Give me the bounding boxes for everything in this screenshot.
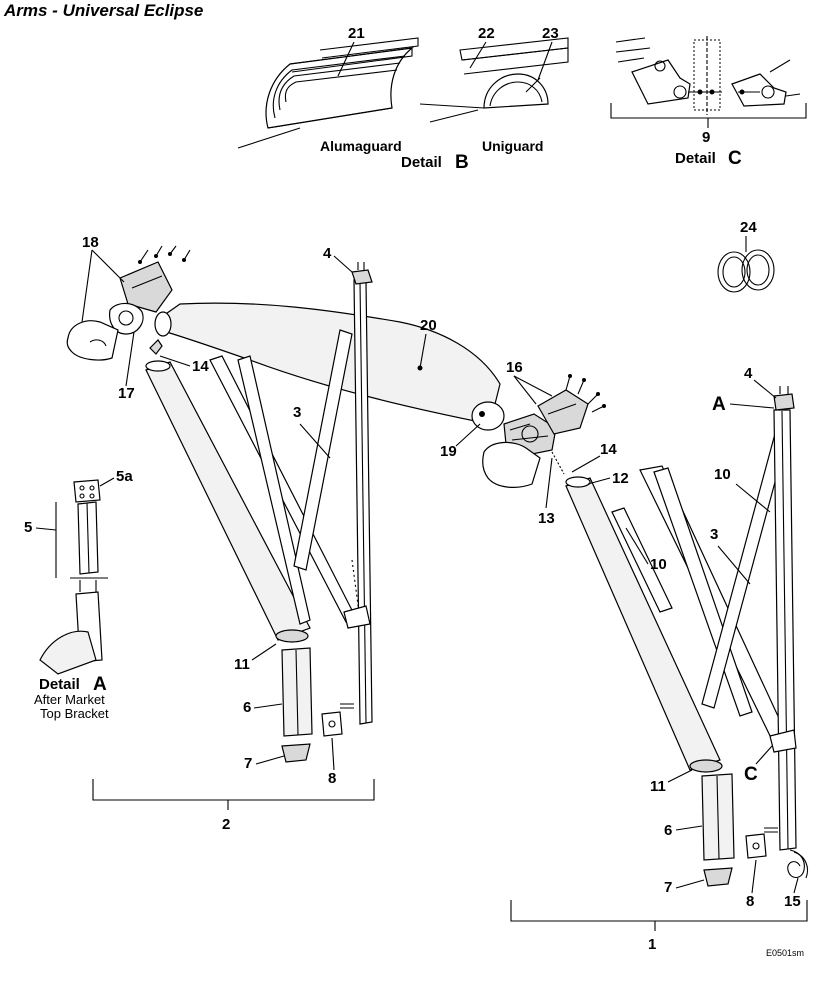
callout-22: 22 bbox=[478, 25, 495, 42]
callout-14-right: 14 bbox=[600, 441, 617, 458]
right-arm-assembly: 14 12 10 10 3 4 A C 11 6 bbox=[510, 365, 809, 953]
hose-clamps: 24 bbox=[717, 219, 775, 293]
right-end-motor-assembly: 19 16 13 bbox=[440, 359, 606, 527]
figure-code: E0501sm bbox=[766, 948, 804, 958]
callout-1: 1 bbox=[648, 936, 656, 953]
callout-4-left: 4 bbox=[323, 245, 332, 262]
detail-b-group: 21 22 23 Alumaguard Uniguard Detail B bbox=[237, 25, 569, 173]
callout-11-right: 11 bbox=[650, 778, 666, 795]
detail-c-word: Detail bbox=[675, 150, 716, 167]
callout-14-left: 14 bbox=[192, 358, 209, 375]
callout-8-left: 8 bbox=[328, 770, 336, 787]
callout-5a: 5a bbox=[116, 468, 133, 485]
callout-10-lower: 10 bbox=[650, 556, 667, 573]
callout-12: 12 bbox=[612, 470, 629, 487]
letter-c-marker: C bbox=[744, 764, 758, 785]
callout-17: 17 bbox=[118, 385, 135, 402]
callout-20: 20 bbox=[420, 317, 437, 334]
diagram-title: Arms - Universal Eclipse bbox=[3, 1, 203, 20]
callout-7-right: 7 bbox=[664, 879, 672, 896]
callout-3-left: 3 bbox=[293, 404, 301, 421]
uniguard-cover bbox=[419, 37, 569, 123]
detail-a-line2: Top Bracket bbox=[40, 706, 109, 721]
detail-c-letter: C bbox=[728, 148, 742, 169]
callout-2: 2 bbox=[222, 816, 230, 833]
letter-a-marker: A bbox=[712, 394, 726, 415]
alumaguard-cover bbox=[237, 37, 419, 149]
callout-7-left: 7 bbox=[244, 755, 252, 772]
callout-6-right: 6 bbox=[664, 822, 672, 839]
detail-b-letter: B bbox=[455, 152, 469, 173]
callout-5: 5 bbox=[24, 519, 32, 536]
detail-a-word: Detail bbox=[39, 676, 80, 693]
roller-tube: 20 bbox=[154, 302, 501, 425]
callout-9: 9 bbox=[702, 129, 710, 146]
callout-3-right: 3 bbox=[710, 526, 718, 543]
detail-a-line1: After Market bbox=[34, 692, 105, 707]
callout-8-right: 8 bbox=[746, 893, 754, 910]
callout-4-right: 4 bbox=[744, 365, 753, 382]
uniguard-label: Uniguard bbox=[482, 138, 543, 154]
callout-21: 21 bbox=[348, 25, 365, 42]
callout-15: 15 bbox=[784, 893, 801, 910]
alumaguard-label: Alumaguard bbox=[320, 138, 402, 154]
detail-b-word: Detail bbox=[401, 154, 442, 171]
callout-6-left: 6 bbox=[243, 699, 251, 716]
callout-16: 16 bbox=[506, 359, 523, 376]
detail-a-group: 5a 5 Detail A After Market Top Bracket bbox=[24, 468, 133, 721]
callout-19: 19 bbox=[440, 443, 457, 460]
callout-13: 13 bbox=[538, 510, 555, 527]
left-end-cap-assembly: 18 17 bbox=[66, 234, 191, 402]
callout-23: 23 bbox=[542, 25, 559, 42]
callout-24: 24 bbox=[740, 219, 757, 236]
callout-10-upper: 10 bbox=[714, 466, 731, 483]
callout-11-left: 11 bbox=[234, 656, 250, 673]
detail-a-letter: A bbox=[93, 674, 107, 695]
callout-18: 18 bbox=[82, 234, 99, 251]
detail-c-group: 9 Detail C bbox=[610, 36, 807, 169]
left-arm-assembly: 14 3 4 11 6 7 8 2 bbox=[92, 245, 375, 833]
